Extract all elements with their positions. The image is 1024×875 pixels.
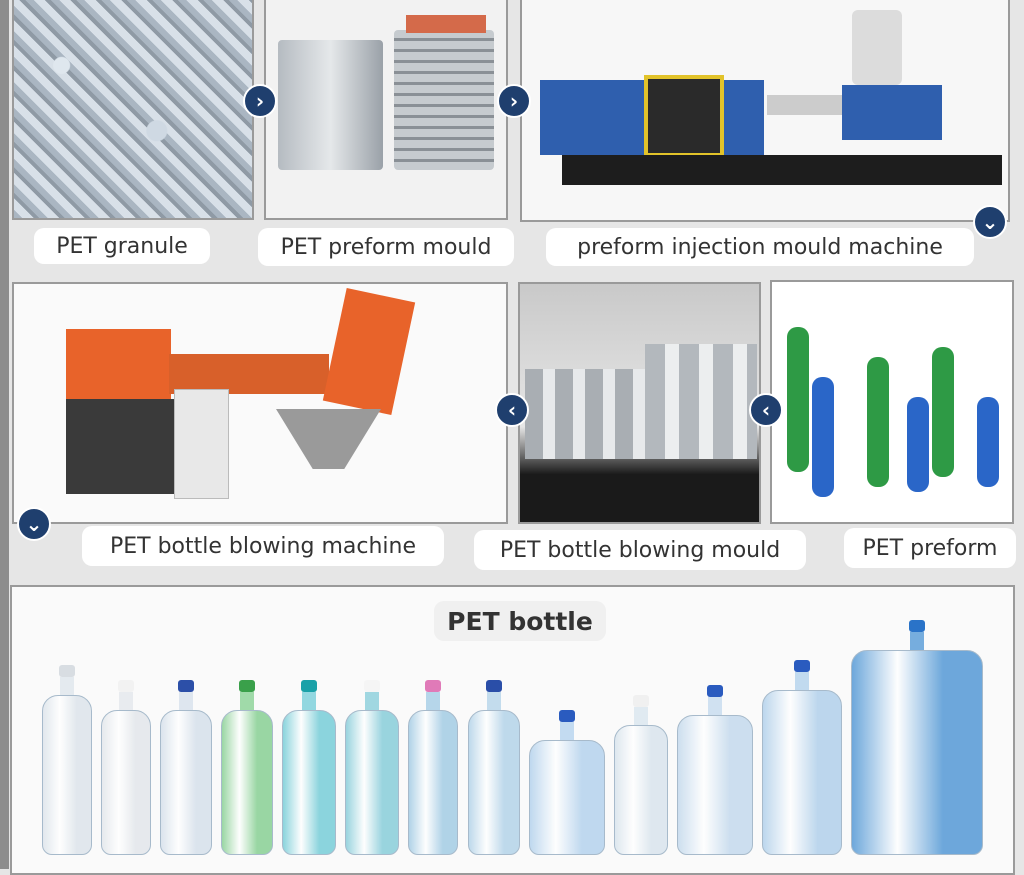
bottle-blowing-mould-image xyxy=(518,282,761,524)
arrow-down-icon: ⌄ xyxy=(973,205,1007,239)
bottle-neck xyxy=(302,692,317,710)
bottle-neck xyxy=(119,692,134,710)
bottle-cap xyxy=(793,660,810,672)
arrow-down-icon: ⌄ xyxy=(17,507,51,541)
preform-injection-machine-image xyxy=(520,0,1010,222)
bottle xyxy=(345,680,400,855)
bottle-cap xyxy=(239,680,256,692)
bottle-body xyxy=(345,710,400,855)
bottle xyxy=(101,680,152,855)
bottle-neck xyxy=(486,692,501,710)
step-label: PET granule xyxy=(34,228,210,264)
bottle xyxy=(160,680,213,855)
step-label: PET preform mould xyxy=(258,228,514,266)
bottle-cap xyxy=(118,680,135,692)
bottle-neck xyxy=(707,697,722,715)
bottle-cap xyxy=(485,680,502,692)
bottle xyxy=(42,665,92,855)
bottle-neck xyxy=(365,692,380,710)
bottle xyxy=(408,680,459,855)
bottle-cap xyxy=(59,665,75,677)
bottle-cap xyxy=(632,695,649,707)
bottle xyxy=(282,680,337,855)
bottle-body xyxy=(467,710,520,855)
bottle-cap xyxy=(178,680,195,692)
bottle-neck xyxy=(633,707,648,725)
bottle-cap xyxy=(908,620,925,632)
bottle-cap xyxy=(364,680,381,692)
bottle-body xyxy=(613,725,668,855)
arrow-left-icon: ‹ xyxy=(495,393,529,427)
bottle-neck xyxy=(909,632,924,650)
bottle-body xyxy=(761,690,842,855)
bottle-body xyxy=(160,710,213,855)
bottle xyxy=(613,695,668,855)
bottle-cap xyxy=(706,685,723,697)
arrow-right-icon: › xyxy=(243,84,277,118)
bottle-body xyxy=(676,715,753,855)
pet-bottle-title: PET bottle xyxy=(434,601,606,641)
bottle xyxy=(676,685,753,855)
bottle-blowing-machine-image xyxy=(12,282,508,524)
arrow-right-icon: › xyxy=(497,84,531,118)
pet-bottle-panel: PET bottle xyxy=(10,585,1015,875)
bottle-cap xyxy=(425,680,442,692)
step-label: PET bottle blowing machine xyxy=(82,526,444,566)
bottle-lineup xyxy=(42,620,983,855)
step-label: PET preform xyxy=(844,528,1016,568)
pet-preform-image xyxy=(770,280,1014,524)
pet-granule-image xyxy=(12,0,254,220)
pet-preform-mould-image xyxy=(264,0,508,220)
bottle xyxy=(467,680,520,855)
bottle-neck xyxy=(179,692,194,710)
bottle xyxy=(850,620,983,855)
bottle-neck xyxy=(794,672,809,690)
step-label: preform injection mould machine xyxy=(546,228,974,266)
bottle-neck xyxy=(60,677,74,695)
bottle-body xyxy=(101,710,152,855)
bottle-cap xyxy=(301,680,318,692)
bottle-neck xyxy=(240,692,255,710)
left-edge xyxy=(0,0,9,869)
bottle-body xyxy=(42,695,92,855)
bottle-neck xyxy=(559,722,574,740)
arrow-left-icon: ‹ xyxy=(749,393,783,427)
bottle xyxy=(221,680,274,855)
bottle-body xyxy=(408,710,459,855)
bottle-cap xyxy=(558,710,575,722)
bottle-body xyxy=(282,710,337,855)
bottle xyxy=(761,660,842,855)
bottle-body xyxy=(528,740,605,855)
bottle-body xyxy=(221,710,274,855)
bottle-body xyxy=(850,650,983,855)
step-label: PET bottle blowing mould xyxy=(474,530,806,570)
bottle-neck xyxy=(426,692,441,710)
bottle xyxy=(528,710,605,855)
